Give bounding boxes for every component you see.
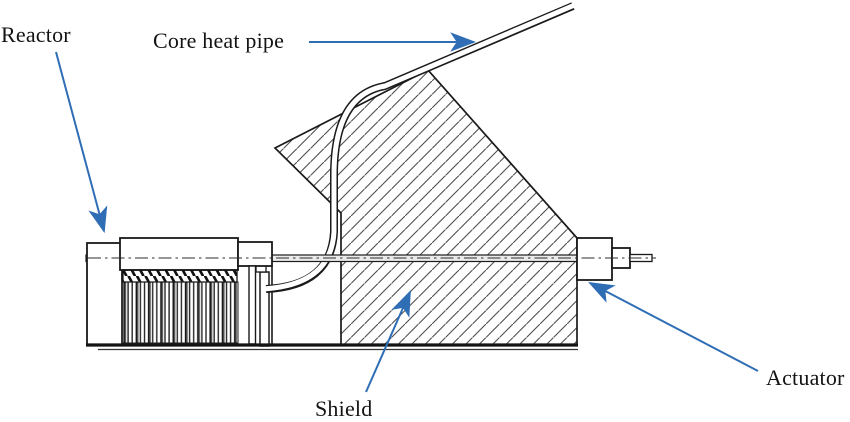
- reactor-fin-stack-heavy-lines: [122, 282, 238, 343]
- heat-pipe-bore: [260, 1, 578, 292]
- reactor-end-extension: [237, 241, 273, 267]
- actuator-body: [576, 237, 613, 281]
- actuator-arrow: [588, 281, 759, 372]
- fin-end-plate: [248, 265, 257, 345]
- shield-block: [273, 68, 578, 346]
- shield-arrow: [365, 290, 411, 393]
- reactor-label: Reactor: [1, 22, 71, 47]
- actuator-assembly: [576, 237, 653, 281]
- reactor-arrow: [55, 51, 108, 234]
- actuator-label: Actuator: [766, 365, 845, 390]
- core-heat-pipe-label: Core heat pipe: [153, 28, 285, 53]
- reactor-vessel: [119, 237, 239, 271]
- reactor-assembly: [86, 237, 273, 346]
- reactor-hatch-strip: [122, 269, 238, 283]
- core-heat-pipe: [260, 1, 578, 293]
- shield-label: Shield: [315, 396, 373, 421]
- callout-arrows: [55, 32, 759, 393]
- reactor-left-housing: [86, 242, 123, 346]
- pipe-support-column: [259, 271, 270, 347]
